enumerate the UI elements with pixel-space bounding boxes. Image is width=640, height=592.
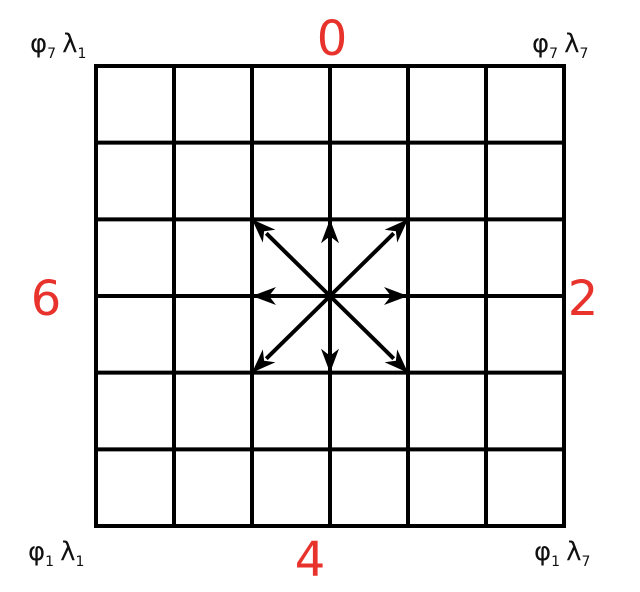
arrow-head (321, 348, 339, 373)
direction-arrows (252, 219, 408, 373)
lambda-subscript: 1 (77, 46, 86, 62)
arrow-head (252, 287, 276, 305)
arrow-shaft (264, 231, 332, 298)
phi-symbol: φ (532, 29, 549, 59)
lambda-symbol: λ (564, 29, 579, 59)
direction-label-bottom: 4 (295, 532, 326, 588)
lambda-symbol: λ (60, 537, 75, 567)
arrow-south (321, 296, 339, 373)
arrow-west (252, 287, 330, 305)
lambda-symbol: λ (566, 537, 581, 567)
phi-subscript: 1 (45, 554, 54, 570)
arrow-shaft (328, 294, 396, 361)
lambda-symbol: λ (62, 29, 77, 59)
phi-symbol: φ (28, 537, 45, 567)
arrow-shaft (328, 231, 396, 298)
arrow-south-east (328, 294, 408, 373)
arrow-head (252, 349, 276, 373)
arrow-head (384, 349, 408, 373)
lambda-subscript: 1 (75, 554, 84, 570)
arrow-head (384, 219, 408, 243)
phi-symbol: φ (534, 537, 551, 567)
phi-symbol: φ (30, 29, 47, 59)
arrow-head (321, 219, 339, 244)
arrow-south-west (252, 294, 332, 373)
arrow-north-east (328, 219, 408, 298)
arrow-head (384, 287, 408, 305)
direction-label-top: 0 (317, 11, 348, 67)
lambda-subscript: 7 (581, 554, 590, 570)
arrow-head (252, 219, 276, 243)
phi-subscript: 1 (551, 554, 560, 570)
arrow-shaft (264, 294, 332, 361)
phi-subscript: 7 (549, 46, 558, 62)
phi-subscript: 7 (47, 46, 56, 62)
direction-label-right: 2 (568, 271, 599, 327)
arrow-north (321, 219, 339, 296)
arrow-north-west (252, 219, 332, 298)
direction-label-left: 6 (31, 271, 62, 327)
arrow-east (330, 287, 408, 305)
lambda-subscript: 7 (579, 46, 588, 62)
